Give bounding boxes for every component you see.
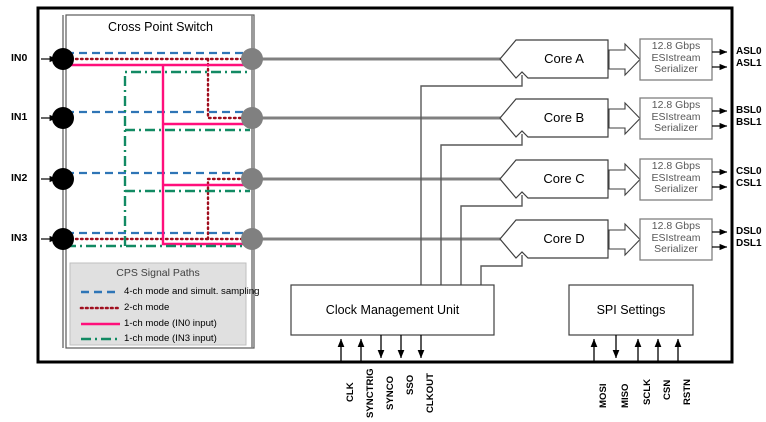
serializer-line-2: ESIstream <box>651 171 701 184</box>
cmu-pin-label-clk: CLK <box>345 382 356 402</box>
serializer-line-3: Serializer <box>654 122 698 135</box>
legend-item-1ch-in3: 1-ch mode (IN3 input) <box>124 333 217 344</box>
serializer-text-c: 12.8 Gbps ESIstream Serializer <box>640 160 712 196</box>
core-label-a: Core A <box>544 51 584 66</box>
clock-management-unit-box <box>290 284 495 336</box>
input-label-in2: IN2 <box>11 172 28 184</box>
output-labels-d: DSL0 DSL1 <box>736 226 762 250</box>
input-label-in0: IN0 <box>11 52 28 64</box>
output-label-dsl1: DSL1 <box>736 238 762 249</box>
serializer-line-3: Serializer <box>654 63 698 76</box>
input-label-in3: IN3 <box>11 232 28 244</box>
legend-item-2ch: 2-ch mode <box>124 302 170 313</box>
output-label-asl1: ASL1 <box>736 58 762 69</box>
clock-line-core-b <box>440 134 523 285</box>
output-label-bsl1: BSL1 <box>736 117 762 128</box>
core-input-buses <box>252 57 501 241</box>
serializer-line-1: 12.8 Gbps <box>651 99 701 111</box>
serializer-text-d: 12.8 Gbps ESIstream Serializer <box>640 220 712 256</box>
core-to-serializer-arrows <box>608 42 641 257</box>
core-label-c: Core C <box>543 171 585 186</box>
output-labels-b: BSL0 BSL1 <box>736 105 762 129</box>
cps-input-nodes <box>52 48 74 250</box>
serializer-box-c <box>639 158 713 201</box>
clock-distribution-lines <box>420 75 523 285</box>
output-labels-c: CSL0 CSL1 <box>736 166 762 190</box>
core-d-shape <box>499 219 609 259</box>
path-4ch-mode <box>66 51 250 235</box>
clock-line-core-a <box>420 75 523 285</box>
serializer-line-3: Serializer <box>654 243 698 256</box>
clock-line-core-d <box>480 255 523 285</box>
serializer-line-3: Serializer <box>654 183 698 196</box>
serializer-box-d <box>639 218 713 261</box>
core-a-shape <box>499 39 609 79</box>
chip-outline <box>36 6 734 364</box>
core-c-shape <box>499 159 609 199</box>
output-label-bsl0: BSL0 <box>736 105 762 116</box>
serializer-line-1: 12.8 Gbps <box>651 160 701 172</box>
spi-pin-label-csn: CSN <box>662 379 673 400</box>
serializer-line-1: 12.8 Gbps <box>651 40 701 52</box>
legend-item-4ch: 4-ch mode and simult. sampling <box>124 286 260 297</box>
spi-pin-label-rstn: RSTN <box>682 378 693 405</box>
spi-pin-label-miso: MISO <box>620 383 631 408</box>
path-1ch-mode-in3 <box>66 70 250 248</box>
path-2ch-mode <box>64 57 252 241</box>
serializer-line-2: ESIstream <box>651 110 701 123</box>
serializer-box-b <box>639 97 713 140</box>
serializer-boxes <box>639 38 713 261</box>
clock-management-unit-title: Clock Management Unit <box>325 303 460 317</box>
serializer-output-arrows <box>712 48 728 251</box>
output-labels-a: ASL0 ASL1 <box>736 46 762 70</box>
input-label-in1: IN1 <box>11 111 28 123</box>
cmu-pin-label-clkout: CLKOUT <box>425 373 436 413</box>
legend-item-1ch-in0: 1-ch mode (IN0 input) <box>124 318 217 329</box>
clock-line-core-c <box>460 195 523 285</box>
serializer-text-b: 12.8 Gbps ESIstream Serializer <box>640 99 712 135</box>
cmu-pin-label-synctrig: SYNCTRIG <box>365 368 376 418</box>
core-label-d: Core D <box>543 231 585 246</box>
serializer-line-2: ESIstream <box>651 51 701 64</box>
serializer-text-a: 12.8 Gbps ESIstream Serializer <box>640 40 712 76</box>
spi-settings-box <box>568 284 694 336</box>
output-label-csl0: CSL0 <box>736 166 762 177</box>
legend-title: CPS Signal Paths <box>116 267 200 279</box>
output-label-dsl0: DSL0 <box>736 226 762 237</box>
core-b-shape <box>499 98 609 138</box>
output-label-csl1: CSL1 <box>736 178 762 189</box>
serializer-line-2: ESIstream <box>651 231 701 244</box>
output-label-asl0: ASL0 <box>736 46 762 57</box>
cross-point-switch-title: Cross Point Switch <box>108 20 213 34</box>
spi-pin-lines <box>590 335 682 362</box>
cmu-pin-lines <box>337 335 425 362</box>
core-shapes <box>499 39 609 259</box>
cmu-pin-label-sso: SSO <box>405 374 416 395</box>
spi-settings-title: SPI Settings <box>596 303 666 317</box>
serializer-line-1: 12.8 Gbps <box>651 220 701 232</box>
legend-panel <box>69 262 247 346</box>
cmu-pin-label-synco: SYNCO <box>385 375 396 410</box>
core-label-b: Core B <box>543 110 585 125</box>
path-1ch-mode-in0 <box>66 63 250 246</box>
legend-sample-lines <box>79 290 122 341</box>
input-arrows <box>41 55 58 243</box>
spi-pin-label-sclk: SCLK <box>642 378 653 405</box>
spi-pin-label-mosi: MOSI <box>598 383 609 408</box>
serializer-box-a <box>639 38 713 81</box>
